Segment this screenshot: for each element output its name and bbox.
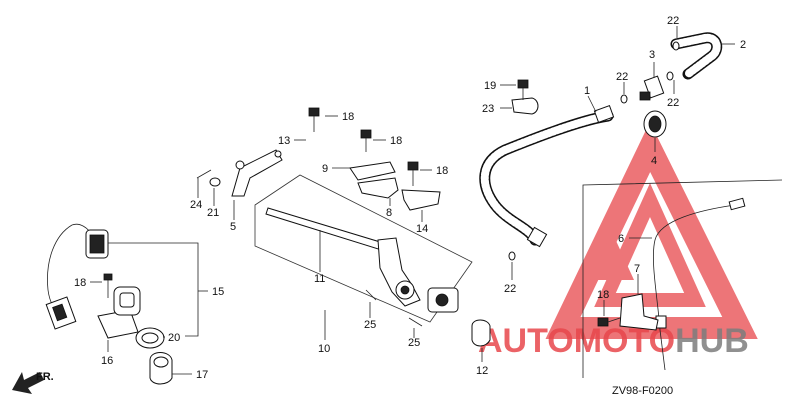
bracket-16-part (97, 286, 141, 339)
callout-19: 19 (484, 80, 496, 92)
callout-16: 16 (101, 355, 113, 367)
callout-22-d: 22 (504, 283, 516, 295)
plate-14-part (401, 189, 441, 211)
callout-25-a: 25 (364, 319, 376, 331)
callout-8: 8 (386, 207, 392, 219)
watermark-text: AUTOMOTOHUB (478, 322, 749, 360)
watermark-logo (545, 121, 758, 339)
selector-assembly-part (377, 237, 421, 307)
callout-18-e: 18 (597, 289, 609, 301)
callout-22-c: 22 (667, 97, 679, 109)
clips-22-part (508, 41, 680, 261)
diagram-code: ZV98-F0200 (612, 385, 673, 397)
callout-23: 23 (482, 103, 494, 115)
callout-17: 17 (196, 369, 208, 381)
lever-5-part (231, 149, 283, 197)
leader-lines (90, 26, 735, 375)
bracket-7-part (619, 293, 659, 331)
hose-2-part (670, 32, 723, 80)
bolt-19-part (517, 79, 529, 100)
filter-4-part (643, 110, 667, 138)
callout-3: 3 (649, 49, 655, 61)
callout-12: 12 (476, 365, 488, 377)
inset-frame (582, 179, 783, 378)
callout-15: 15 (212, 286, 224, 298)
callout-labels: 1 2 3 4 5 6 7 8 9 10 11 12 13 14 15 16 1… (74, 15, 746, 381)
watermark-text-auto: AUTO (478, 322, 574, 360)
bracket-assembly-right-part (427, 287, 459, 313)
callout-20: 20 (168, 332, 180, 344)
grommet-20-part (135, 327, 165, 349)
bolt-18-b-part (308, 107, 320, 132)
grommet-17-part (149, 352, 173, 385)
clamp-23-part (511, 97, 539, 115)
callout-18-b: 18 (390, 135, 402, 147)
callout-7: 7 (634, 263, 640, 275)
bolt-18-c-part (360, 129, 372, 152)
cable-6-part (653, 197, 746, 371)
callout-25-b: 25 (408, 337, 420, 349)
shaft-11-part (265, 207, 391, 253)
callout-22-b: 22 (616, 71, 628, 83)
valve-3-part (639, 75, 665, 101)
grommet-12-part (471, 319, 491, 347)
pin-25-b-part (408, 317, 423, 327)
washer-21-part (209, 177, 221, 187)
callout-line-15 (108, 242, 199, 337)
plate-8-part (357, 177, 399, 199)
callout-9: 9 (322, 163, 328, 175)
callout-18-c: 18 (436, 165, 448, 177)
bolt-18-d-part (407, 161, 419, 186)
front-direction-label: FR. (36, 371, 54, 383)
front-direction-arrow: FR. (12, 371, 54, 394)
callout-5: 5 (230, 221, 236, 233)
callout-11: 11 (314, 273, 325, 285)
callout-10: 10 (318, 343, 330, 355)
callout-4: 4 (651, 155, 657, 167)
sensor-switch-part (45, 223, 109, 330)
callout-13: 13 (278, 135, 290, 147)
watermark-text-hub: HUB (675, 322, 749, 360)
pin-25-a-part (365, 289, 377, 301)
callout-21: 21 (207, 207, 219, 219)
bolt-18-e-part (597, 317, 621, 327)
callout-22-a: 22 (667, 15, 679, 27)
bolt-18-left-part (103, 273, 113, 298)
callout-6: 6 (618, 233, 624, 245)
callout-18-a: 18 (342, 111, 354, 123)
clip-24-part (196, 169, 212, 179)
hose-1-part (479, 104, 615, 248)
callout-18-d: 18 (74, 277, 86, 289)
plate-9-part (349, 161, 396, 181)
callout-14: 14 (416, 223, 428, 235)
callout-24: 24 (190, 199, 202, 211)
callout-2: 2 (740, 39, 746, 51)
callout-1: 1 (584, 85, 590, 97)
